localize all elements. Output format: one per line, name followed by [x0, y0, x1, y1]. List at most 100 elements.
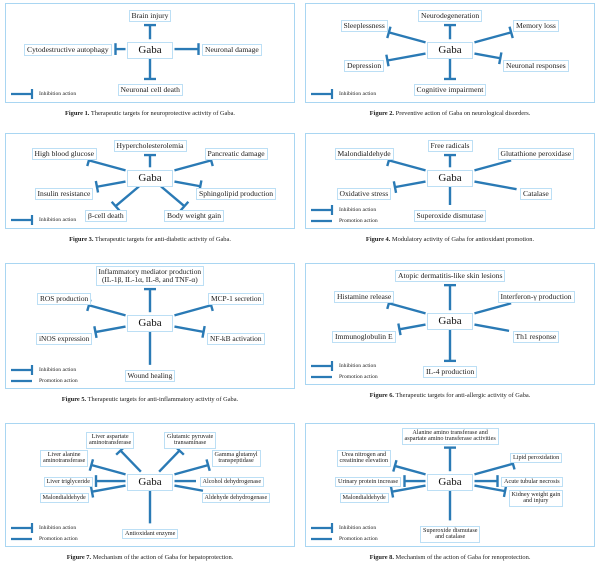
- legend-inhibition: Inhibition action: [310, 522, 376, 534]
- legend-label: Inhibition action: [339, 207, 377, 213]
- node-lower-left: Depression: [344, 60, 385, 72]
- node-right: Alcohol dehydrogenase: [199, 476, 265, 487]
- node-upper-right: Memory loss: [513, 20, 559, 32]
- figure-7-caption: Figure 7. Mechanism of the action of Gab…: [66, 554, 234, 561]
- legend-label: Promotion action: [39, 536, 78, 542]
- figure-2-caption: Figure 2. Preventive action of Gaba on n…: [369, 110, 531, 117]
- node-top: Neurodegeneration: [418, 10, 483, 22]
- legend-label: Inhibition action: [39, 367, 77, 373]
- node-lower-left: Malondialdehyde: [339, 492, 389, 503]
- figure-5-caption: Figure 5. Therapeutic targets for anti-i…: [61, 396, 239, 403]
- node-left: Liver triglyceride: [43, 476, 93, 487]
- legend-label: Inhibition action: [339, 525, 377, 531]
- center-node-gaba: Gaba: [127, 41, 173, 59]
- node-top: Atopic dermatitis-like skin lesions: [395, 270, 506, 282]
- caption-number: Figure 6.: [369, 392, 395, 399]
- promotion-line-icon: [311, 375, 332, 379]
- center-node-gaba: Gaba: [127, 169, 173, 187]
- caption-number: Figure 2.: [369, 110, 395, 117]
- inhibition-line-icon: [311, 205, 334, 215]
- node-upper-right: Interferon-γ production: [497, 291, 575, 303]
- caption-number: Figure 4.: [365, 236, 391, 243]
- node-left: Cytodestructive autophagy: [24, 44, 112, 56]
- node-lower-right: Sphingolipid production: [196, 188, 277, 200]
- center-node-gaba: Gaba: [127, 473, 173, 491]
- caption-number: Figure 7.: [66, 554, 92, 561]
- inhibition-line-icon: [311, 523, 334, 533]
- legend-promotion: Promotion action: [310, 215, 378, 227]
- legend-label: Promotion action: [339, 374, 378, 380]
- inhibition-line-icon: [11, 89, 34, 99]
- node-lower-right: Neuronal responses: [503, 60, 569, 72]
- legend-promotion: Promotion action: [310, 533, 378, 545]
- node-bottom: Neuronal cell death: [117, 84, 183, 96]
- node-top: Hypercholesterolemia: [113, 140, 187, 152]
- legend-inhibition: Inhibition action: [310, 88, 376, 100]
- inhibition-line-icon: [11, 523, 34, 533]
- node-lower-left: Immunoglobulin E: [332, 331, 396, 343]
- figure-8-caption: Figure 8. Mechanism of the action of Gab…: [369, 554, 531, 561]
- center-node-gaba: Gaba: [127, 314, 173, 332]
- figure-6-caption: Figure 6. Therapeutic targets for anti-a…: [369, 392, 531, 399]
- promotion-line-icon: [311, 537, 332, 541]
- connector-layer: [386, 283, 512, 363]
- figure-3-caption: Figure 3. Therapeutic targets for anti-d…: [69, 236, 231, 243]
- connector-layer: [88, 445, 211, 524]
- legend-inhibition: Inhibition action: [310, 204, 376, 216]
- promotion-line-icon: [11, 379, 32, 383]
- node-upper-left: Sleeplessness: [340, 20, 388, 32]
- node-bottom: Superoxide dismutase: [413, 210, 487, 222]
- connector-layer: [86, 287, 214, 365]
- node-upper-right: MCP-1 secretion: [208, 293, 265, 305]
- legend-label: Promotion action: [339, 218, 378, 224]
- figure-1-caption: Figure 1. Therapeutic targets for neurop…: [64, 110, 235, 117]
- legend-label: Inhibition action: [39, 217, 77, 223]
- node-right: Acute tubular necrosis: [501, 476, 563, 487]
- promotion-line-icon: [11, 537, 32, 541]
- node-upper-left: Malondialdehyde: [334, 148, 394, 160]
- node-lower-left: Insulin resistance: [34, 188, 94, 200]
- node-lower-left: iNOS expression: [36, 333, 93, 345]
- connector-layer: [389, 446, 516, 521]
- inhibition-line-icon: [11, 365, 34, 375]
- node-upper-right: Lipid peroxidation: [510, 452, 563, 463]
- legend-promotion: Promotion action: [10, 533, 78, 545]
- center-node-gaba: Gaba: [427, 41, 473, 59]
- node-lower-right: Th1 response: [512, 331, 560, 343]
- connector-layer: [386, 153, 517, 205]
- legend-promotion: Promotion action: [310, 371, 378, 383]
- legend-inhibition: Inhibition action: [10, 364, 76, 376]
- node-top: Free radicals: [427, 140, 473, 152]
- node-lower-right: NF-kB activation: [207, 333, 265, 345]
- legend-label: Inhibition action: [339, 363, 377, 369]
- connector-layer: [114, 23, 200, 81]
- node-bottom-left: β-cell death: [85, 210, 127, 222]
- caption-number: Figure 5.: [61, 396, 87, 403]
- node-lower-right: Catalase: [520, 188, 552, 200]
- center-node-gaba: Gaba: [427, 169, 473, 187]
- node-upper-left: Histamine release: [334, 291, 395, 303]
- connector-layer: [385, 23, 514, 81]
- legend-label: Inhibition action: [39, 525, 77, 531]
- node-bottom: Cognitive impairment: [413, 84, 487, 96]
- legend-label: Inhibition action: [339, 91, 377, 97]
- center-node-gaba: Gaba: [427, 473, 473, 491]
- node-upper-right: Glutathione peroxidase: [497, 148, 575, 160]
- node-bottom: Antioxidant enzyme: [122, 528, 179, 539]
- caption-number: Figure 8.: [369, 554, 394, 561]
